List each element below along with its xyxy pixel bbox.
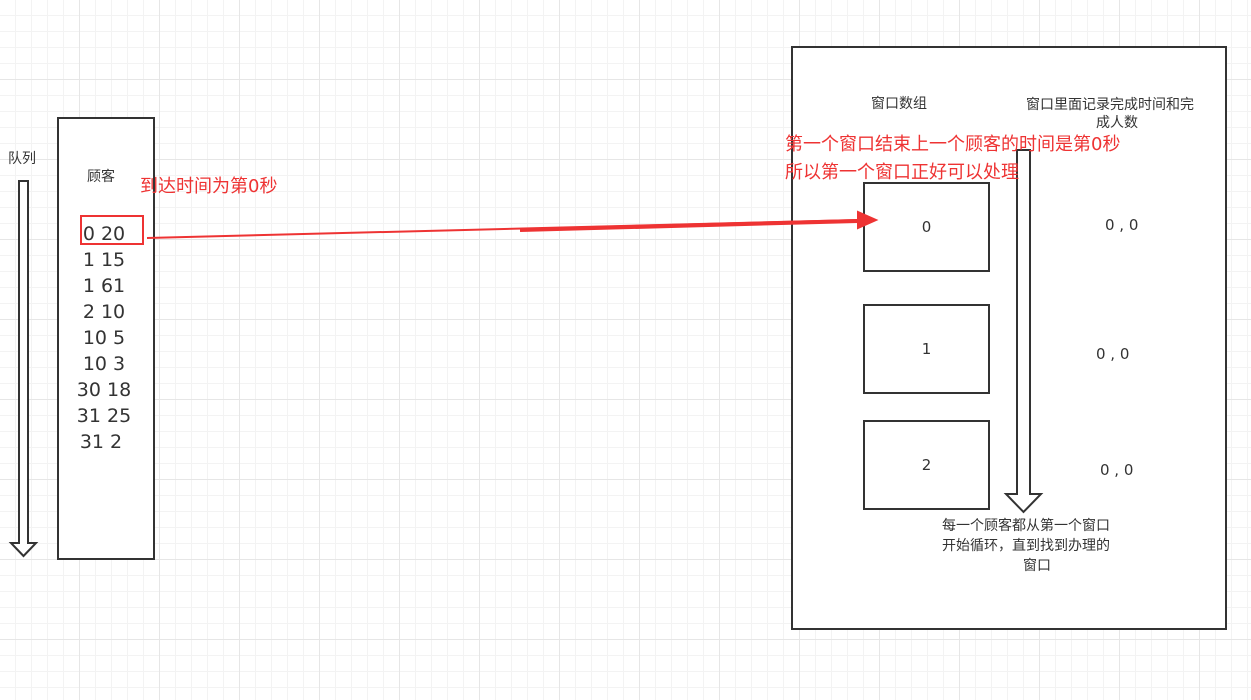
loop-note-line1: 每一个顾客都从第一个窗口 (942, 518, 1110, 534)
customer-row: 1 15 (82, 249, 126, 271)
customer-highlight (80, 215, 144, 245)
customer-queue-box: 顾客 0 20 1 15 1 61 2 10 10 5 10 3 30 18 3… (57, 117, 155, 560)
window-note-line2: 所以第一个窗口正好可以处理 (785, 162, 1019, 183)
loop-note-line3: 窗口 (1023, 558, 1051, 574)
customer-row: 30 18 (76, 379, 132, 401)
window-box-2: 2 (863, 420, 990, 510)
window-index: 2 (921, 456, 932, 474)
window-index: 0 (921, 218, 932, 236)
record-title-line2: 成人数 (1096, 115, 1138, 131)
customer-row: 0 20 (82, 223, 126, 245)
customer-row: 2 10 (82, 301, 126, 323)
window-value: 0 , 0 (1100, 461, 1134, 479)
queue-label: 队列 (8, 151, 36, 167)
customer-row: 10 5 (82, 327, 126, 349)
window-box-0: 0 (863, 182, 990, 272)
window-array-title: 窗口数组 (871, 96, 927, 112)
loop-note-line2: 开始循环，直到找到办理的 (942, 538, 1110, 554)
window-note-line1: 第一个窗口结束上一个顾客的时间是第0秒 (785, 134, 1121, 155)
customer-row: 31 2 (79, 431, 123, 453)
customer-row: 10 3 (82, 353, 126, 375)
customer-header: 顾客 (87, 169, 115, 185)
window-index: 1 (921, 340, 932, 358)
window-value: 0 , 0 (1105, 216, 1139, 234)
customer-row: 1 61 (82, 275, 126, 297)
window-box-1: 1 (863, 304, 990, 394)
red-pointer-line (146, 219, 859, 239)
customer-row: 31 25 (76, 405, 132, 427)
window-value: 0 , 0 (1096, 345, 1130, 363)
arrival-note: 到达时间为第0秒 (140, 176, 278, 197)
record-title-line1: 窗口里面记录完成时间和完 (1026, 97, 1194, 113)
